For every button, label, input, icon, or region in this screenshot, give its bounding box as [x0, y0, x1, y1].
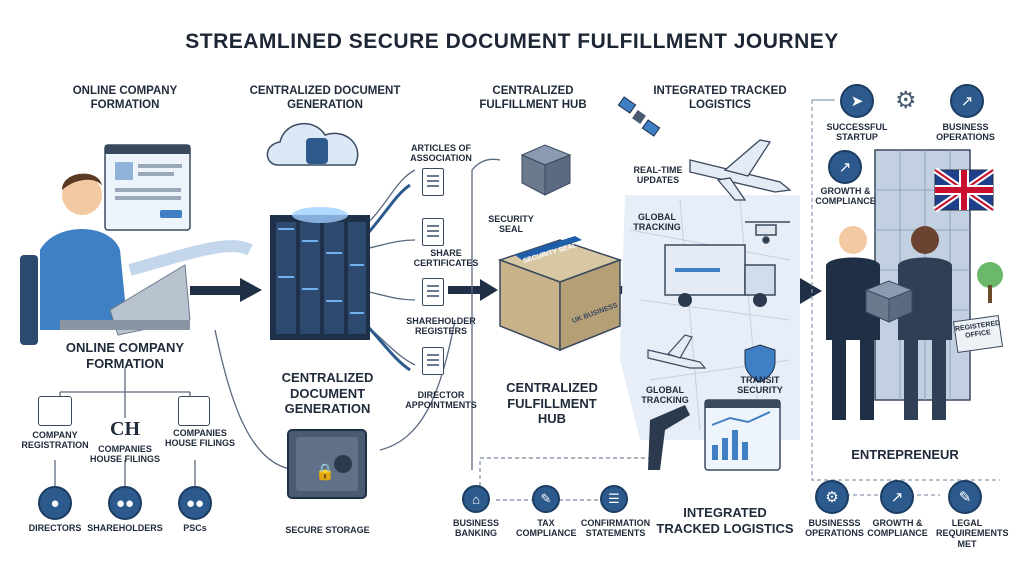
section-tracked-logistics-top: INTEGRATED TRACKED LOGISTICS: [653, 85, 787, 111]
gear-icon: ⚙: [895, 87, 917, 114]
company-registration-icon: [38, 396, 72, 426]
growth-bottom-icon: ↗: [880, 480, 914, 514]
articles-document-icon: [422, 168, 444, 196]
small-airplane-illustration: [647, 334, 707, 369]
section-fulfillment-hub-top: CENTRALIZED FULFILLMENT HUB: [479, 85, 587, 111]
section-tracked-logistics-bottom: INTEGRATED TRACKED LOGISTICS: [656, 505, 794, 536]
registered-office-sign: REGISTERED OFFICE: [952, 314, 1004, 354]
truck-illustration: [664, 244, 776, 307]
growth-compliance-bottom-label: GROWTH & COMPLIANCE: [867, 518, 928, 539]
page-title: STREAMLINED SECURE DOCUMENT FULFILLMENT …: [185, 30, 839, 53]
share-certificates-document-icon: [422, 218, 444, 246]
director-appointments-document-icon: [422, 347, 444, 375]
handover-box-illustration: [864, 280, 914, 323]
business-operations-bottom-label: BUSINESSS OPERATIONS: [805, 518, 864, 539]
growth-compliance-icon: ↗: [828, 150, 862, 184]
section-document-generation-bottom: CENTRALIZED DOCUMENT GENERATION: [281, 370, 374, 417]
pscs-icon: ●●: [178, 486, 212, 520]
directors-label: DIRECTORS: [28, 523, 82, 533]
shareholder-registers-document-icon: [422, 278, 444, 306]
company-registration-label: COMPANY REGISTRATION: [21, 430, 89, 451]
entrepreneur-right-illustration: [898, 226, 952, 420]
tax-compliance-label: TAX COMPLIANCE: [516, 518, 577, 539]
companies-house-logo: CH: [110, 418, 140, 440]
dashboard-illustration: [704, 399, 781, 471]
checklist-icon: ☰: [600, 485, 628, 513]
share-certificates-label: SHARE CERTIFICATES: [413, 248, 479, 269]
legal-requirements-label: LEGAL REQUIREMENTS MET: [936, 518, 1009, 549]
companies-house-filings-icon: [178, 396, 210, 426]
successful-startup-label: SUCCESSFUL STARTUP: [826, 122, 888, 143]
server-illustration: [266, 122, 370, 340]
section-fulfillment-hub-bottom: CENTRALIZED FULFILLMENT HUB: [506, 380, 598, 427]
parcel-illustration: [497, 236, 623, 352]
shield-illustration: [744, 344, 776, 383]
section-online-formation-top: ONLINE COMPANY FORMATION: [72, 85, 178, 111]
bank-icon: ⌂: [462, 485, 490, 513]
founder-illustration: [20, 173, 191, 345]
global-tracking-bottom-label: GLOBAL TRACKING: [641, 385, 689, 406]
growth-chart-icon: ↗: [950, 84, 984, 118]
growth-compliance-top-label: GROWTH & COMPLIANCE: [815, 186, 876, 207]
secure-safe-illustration: [287, 429, 367, 499]
small-parcel-illustration: [520, 144, 572, 196]
scanner-illustration: [648, 405, 690, 470]
articles-label: ARTICLES OF ASSOCIATION: [410, 143, 472, 164]
pscs-label: PSCs: [183, 523, 207, 533]
business-banking-label: BUSINESS BANKING: [452, 518, 499, 539]
companies-house-filings-right-label: COMPANIES HOUSE FILINGS: [164, 428, 235, 449]
director-appointments-label: DIRECTOR APPOINTMENTS: [405, 390, 477, 411]
business-operations-top-label: BUSINESS OPERATIONS: [936, 122, 995, 143]
operations-gear-icon: ⚙: [815, 480, 849, 514]
shareholders-label: SHAREHOLDERS: [87, 523, 163, 533]
legal-document-icon: ✎: [948, 480, 982, 514]
union-flag-icon: [933, 167, 995, 213]
secure-storage-label: SECURE STORAGE: [285, 525, 370, 535]
shareholder-registers-label: SHAREHOLDER REGISTERS: [406, 316, 476, 337]
satellite-illustration: [617, 96, 661, 137]
registered-office-label: REGISTERED OFFICE: [954, 319, 1001, 340]
real-time-updates-label: REAL-TIME UPDATES: [633, 165, 683, 186]
web-form-illustration: [104, 144, 191, 231]
rocket-icon: ➤: [840, 84, 874, 118]
airplane-illustration: [689, 139, 792, 201]
section-document-generation-top: CENTRALIZED DOCUMENT GENERATION: [249, 85, 401, 111]
confirmation-statements-label: CONFIRMATION STATEMENTS: [580, 518, 651, 539]
security-seal-label: SECURITY SEAL: [488, 214, 534, 235]
tree-illustration: [977, 262, 1003, 303]
section-entrepreneur: ENTREPRENEUR: [851, 447, 959, 462]
shareholders-icon: ●●: [108, 486, 142, 520]
transit-security-label: TRANSIT SECURITY: [737, 375, 783, 396]
drone-illustration: [745, 221, 790, 244]
tax-document-icon: ✎: [532, 485, 560, 513]
lock-icon: 🔒: [315, 464, 335, 481]
entrepreneur-left-illustration: [826, 226, 880, 420]
companies-house-filings-mid-label: COMPANIES HOUSE FILINGS: [89, 444, 160, 465]
global-tracking-top-label: GLOBAL TRACKING: [633, 212, 681, 233]
directors-icon: ●: [38, 486, 72, 520]
section-online-formation-bottom: ONLINE COMPANY FORMATION: [65, 340, 185, 371]
